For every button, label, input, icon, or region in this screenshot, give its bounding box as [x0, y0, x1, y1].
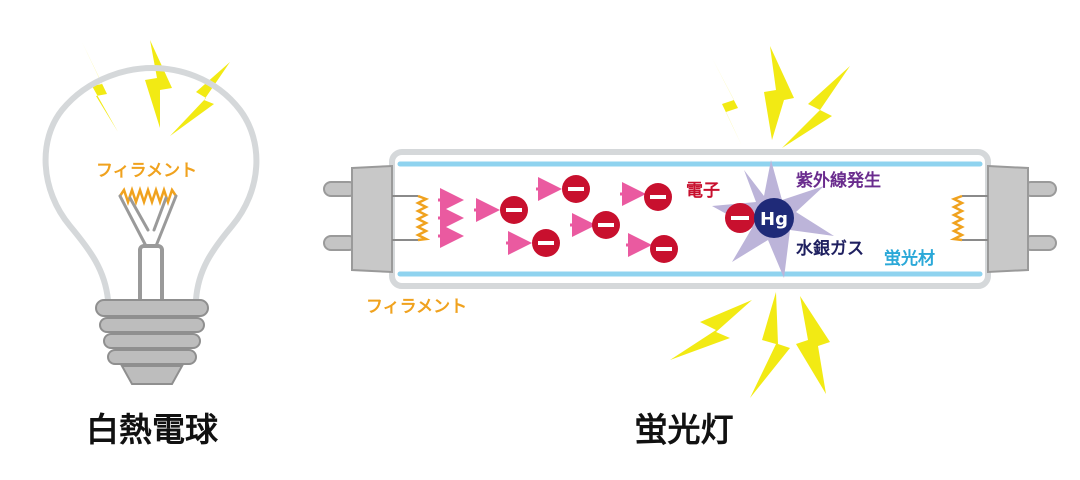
bulb-glass [42, 64, 260, 303]
electrons [500, 175, 678, 263]
svg-text:Hg: Hg [760, 209, 788, 230]
electron-icon [650, 235, 678, 263]
electron-flow-arrows [438, 177, 652, 257]
tube-right-filament [949, 194, 988, 242]
bulb-screw-base [95, 299, 209, 385]
fluorescent-tube: Hg 電子 紫外線発生 水銀ガス 蛍光材 フィラメント 蛍光灯 [323, 46, 1057, 449]
electron-icon [532, 229, 560, 257]
phosphor-label: 蛍光材 [884, 248, 935, 269]
electron-icon [562, 175, 590, 203]
tube-bottom-lightning-icon [670, 292, 830, 398]
tube-left-pins [323, 181, 357, 251]
tube-caption: 蛍光灯 [635, 410, 734, 449]
tube-left-cap [351, 164, 393, 274]
tube-left-filament [392, 194, 431, 242]
tube-top-lightning-icon [712, 46, 850, 148]
electron-icon [644, 183, 672, 211]
bulb-filament-label: フィラメント [96, 161, 197, 181]
incandescent-bulb: フィラメント 白熱電球 [42, 40, 260, 449]
electron-icon [500, 196, 528, 224]
bulb-filament-coil [118, 186, 178, 206]
uv-generation-label: 紫外線発生 [796, 170, 881, 191]
bulb-caption: 白熱電球 [86, 410, 219, 449]
bulb-stem [138, 244, 164, 310]
electron-icon [725, 203, 755, 233]
electron-icon [592, 211, 620, 239]
tube-right-cap [987, 164, 1029, 274]
tube-filament-label: フィラメント [366, 297, 467, 317]
electron-label: 電子 [686, 181, 720, 201]
bulb-support-wires [118, 194, 178, 248]
bulb-lightning-icon [82, 40, 230, 136]
mercury-gas-label: 水銀ガス [796, 238, 864, 259]
mercury-atom-icon: Hg [754, 198, 794, 238]
